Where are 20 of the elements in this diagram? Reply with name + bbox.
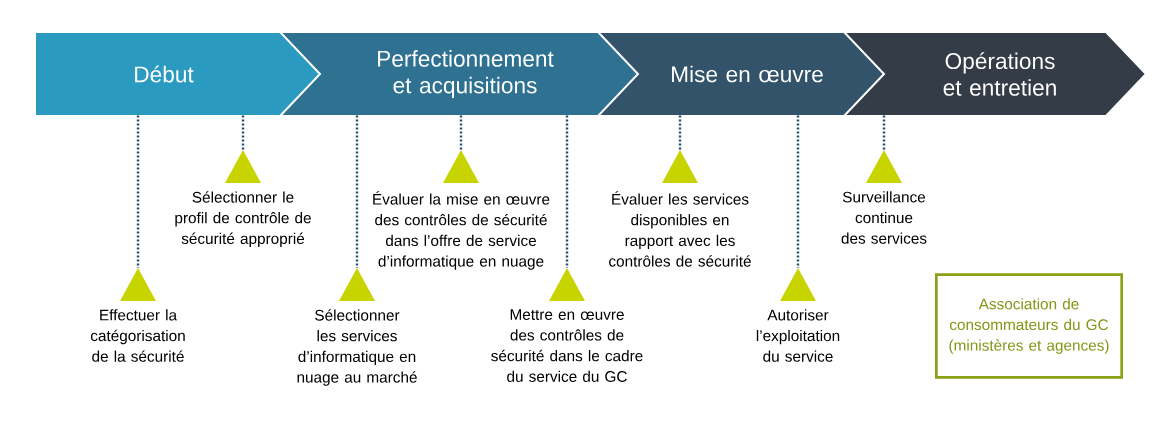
dotted-connector xyxy=(678,115,682,150)
phase-banner: Début xyxy=(34,31,324,117)
dotted-connector xyxy=(459,115,463,150)
dotted-connector xyxy=(136,115,140,268)
milestone-text: Effectuer la catégorisation de la sécurité xyxy=(90,309,185,362)
milestone-text: Mettre en œuvre des contrôles de sécurité dans le cadre du service du GC xyxy=(491,309,643,382)
phase-banner: Mise en œuvre xyxy=(595,31,888,117)
dotted-connector xyxy=(355,115,359,268)
legend-box: Association de consommateurs du GC (ministères et agences) xyxy=(935,273,1123,379)
milestone-text: Évaluer la mise en œuvre des contrôles de sécurité dans l’offre de service d’informatique en nuage xyxy=(373,191,550,270)
dotted-connector xyxy=(241,115,245,150)
dotted-connector xyxy=(796,115,800,268)
milestone-text: Sélectionner le profil de contrôle de sécurité approprié xyxy=(175,191,311,248)
milestone-text: Sélectionner les services d’informatique en nuage au marché xyxy=(297,309,417,386)
milestone-text: Autoriser l’exploitation du service xyxy=(756,309,840,362)
dotted-connector xyxy=(565,115,569,268)
milestone-text: Évaluer les services disponibles en rapport avec les contrôles de sécurité xyxy=(609,191,751,267)
milestone-text: Surveillance continue des services xyxy=(841,191,927,244)
phase-banner: Opérations et entretien xyxy=(841,31,1148,117)
dotted-connector xyxy=(882,115,886,150)
